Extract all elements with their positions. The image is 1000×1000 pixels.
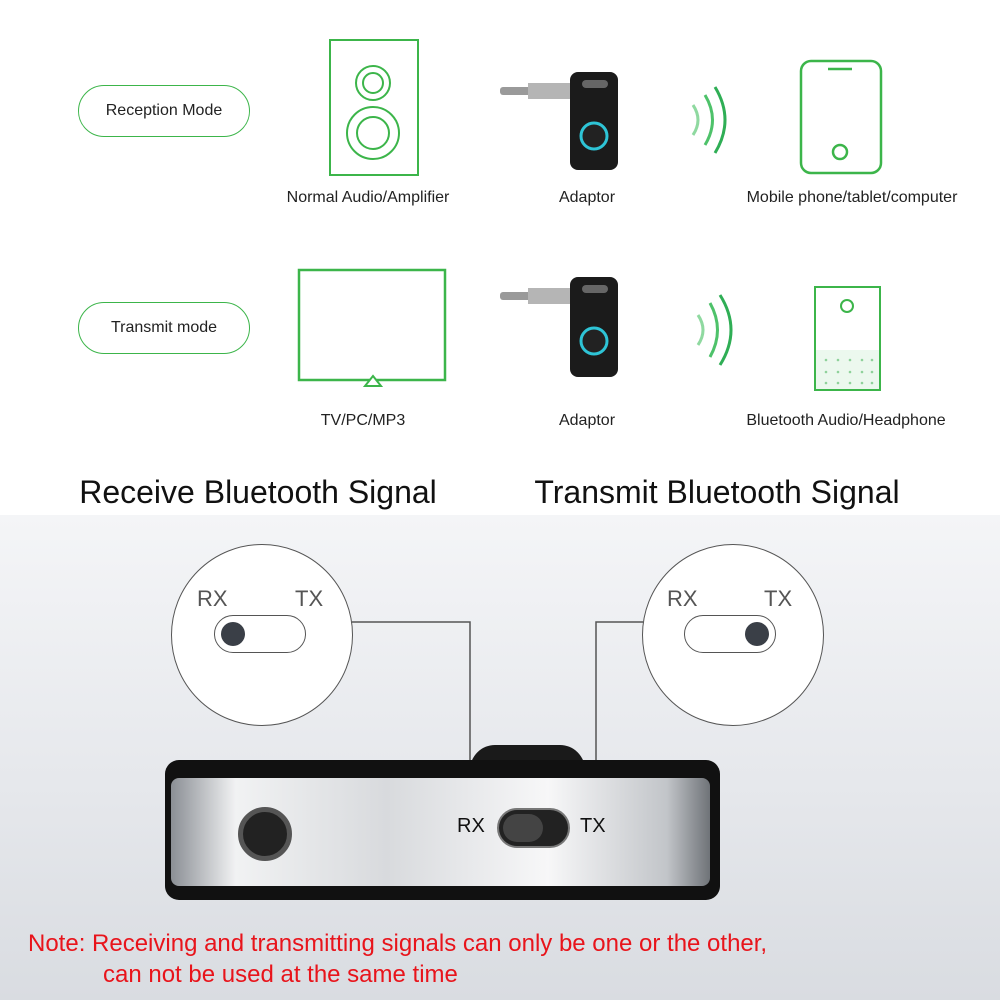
tv-icon (297, 268, 447, 387)
mobile-phone-icon (799, 59, 883, 175)
target-label: Bluetooth Audio/Headphone (746, 412, 946, 429)
target-label: Mobile phone/tablet/computer (746, 189, 958, 206)
bluetooth-speaker-icon (814, 286, 881, 391)
wireless-waves-icon (696, 294, 733, 366)
reception-mode-label: Reception Mode (105, 102, 223, 119)
adaptor-label: Adaptor (558, 189, 616, 206)
rx-tx-switch[interactable] (497, 808, 570, 848)
source-label: TV/PC/MP3 (320, 412, 406, 429)
rx-label: RX (197, 586, 228, 611)
receive-heading: Receive Bluetooth Signal (79, 474, 437, 510)
adaptor-label: Adaptor (558, 412, 616, 429)
speaker-icon (329, 39, 419, 176)
transmit-heading: Transmit Bluetooth Signal (534, 474, 900, 510)
callout-lines (352, 621, 643, 800)
wireless-waves-icon (691, 86, 727, 154)
adaptor-icon (500, 72, 618, 170)
tx-label: TX (764, 586, 793, 611)
tx-label: TX (295, 586, 324, 611)
adaptor-icon (500, 277, 618, 377)
switch-rx-position (214, 615, 306, 653)
audio-jack (238, 807, 292, 861)
source-label: Normal Audio/Amplifier (286, 189, 450, 206)
switch-tx-position (684, 615, 776, 653)
transmit-mode-pill: Transmit mode (78, 302, 250, 354)
reception-mode-pill: Reception Mode (78, 85, 250, 137)
rx-label: RX (667, 586, 698, 611)
transmit-mode-label: Transmit mode (110, 319, 218, 336)
note-line-1: Note: Receiving and transmitting signals… (28, 930, 768, 957)
note-line-2: can not be used at the same time (103, 961, 458, 988)
device-tx-label: TX (580, 815, 606, 837)
device-rx-label: RX (457, 815, 485, 837)
